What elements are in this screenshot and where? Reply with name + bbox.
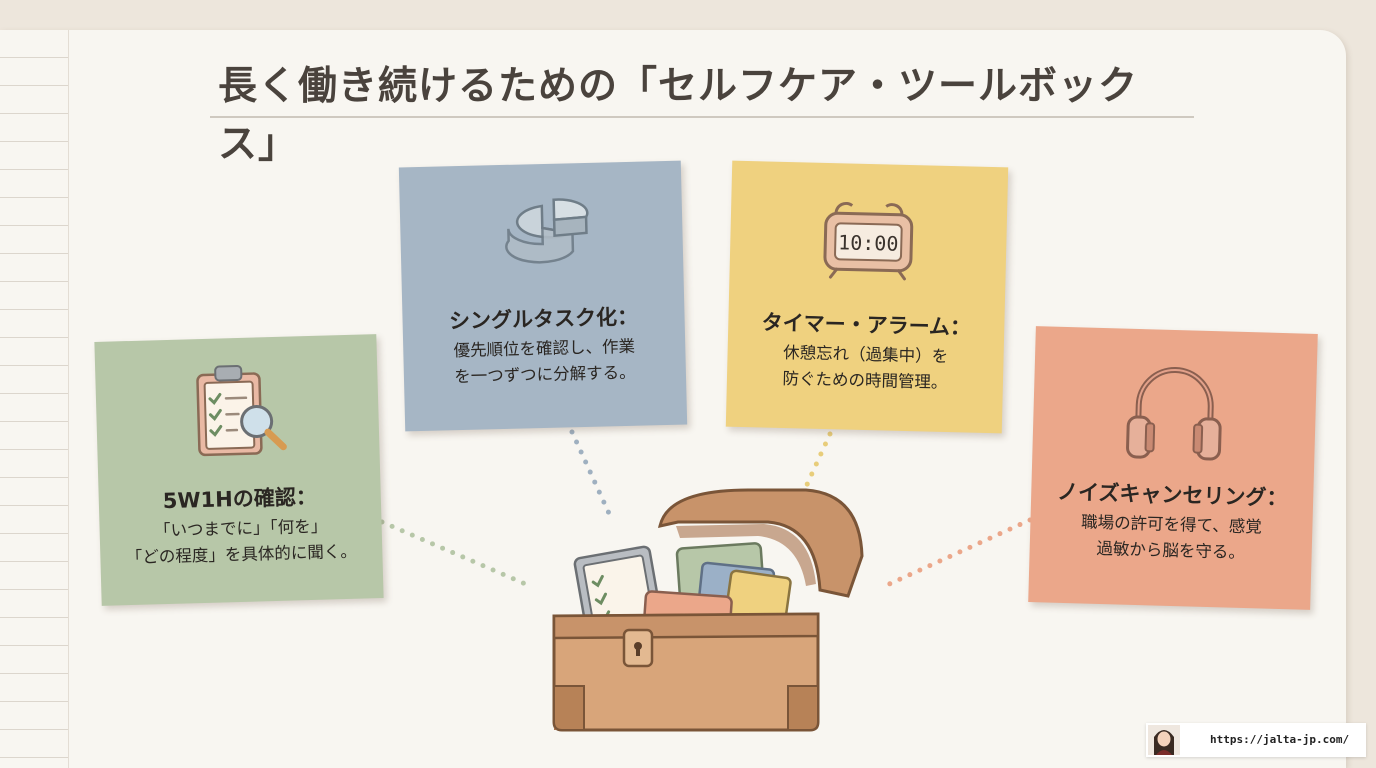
card-title: タイマー・アラーム：	[761, 310, 972, 340]
clipboard-magnifier-icon	[196, 365, 287, 457]
pie-chart-icon	[505, 198, 589, 264]
notebook-margin-lines	[0, 30, 69, 768]
treasure-chest-icon	[552, 488, 864, 732]
avatar-icon	[1148, 725, 1180, 755]
card-timer-alarm: 10:00 タイマー・アラーム： 休憩忘れ（過集中）を 防ぐための時間管理。	[725, 160, 1009, 434]
connector-line-3	[797, 431, 833, 503]
page-title: 長く働き続けるための「セルフケア・ツールボックス」	[210, 58, 1194, 167]
connector-line-4	[882, 517, 1033, 589]
site-url-link[interactable]: https://jalta-jp.com/	[1210, 733, 1350, 746]
credit-badge[interactable]: https://jalta-jp.com/	[1146, 723, 1366, 757]
headphones-icon	[1126, 367, 1222, 461]
card-single-task: シングルタスク化： 優先順位を確認し、作業 を一つずつに分解する。	[398, 160, 688, 432]
card-5w1h: 5W1Hの確認： 「いつまでに」「何を」 「どの程度」を具体的に聞く。	[94, 334, 384, 606]
card-noise-cancelling: ノイズキャンセリング： 職場の許可を得て、感覚 過敏から脳を守る。	[1028, 326, 1318, 610]
connector-line-1	[379, 519, 533, 589]
card-desc-line: を一つずつに分解する。	[453, 362, 636, 387]
card-desc-line: 防ぐための時間管理。	[782, 368, 948, 392]
card-title: シングルタスク化：	[448, 304, 639, 334]
clock-display: 10:00	[838, 230, 899, 255]
alarm-clock-icon: 10:00	[823, 201, 914, 281]
